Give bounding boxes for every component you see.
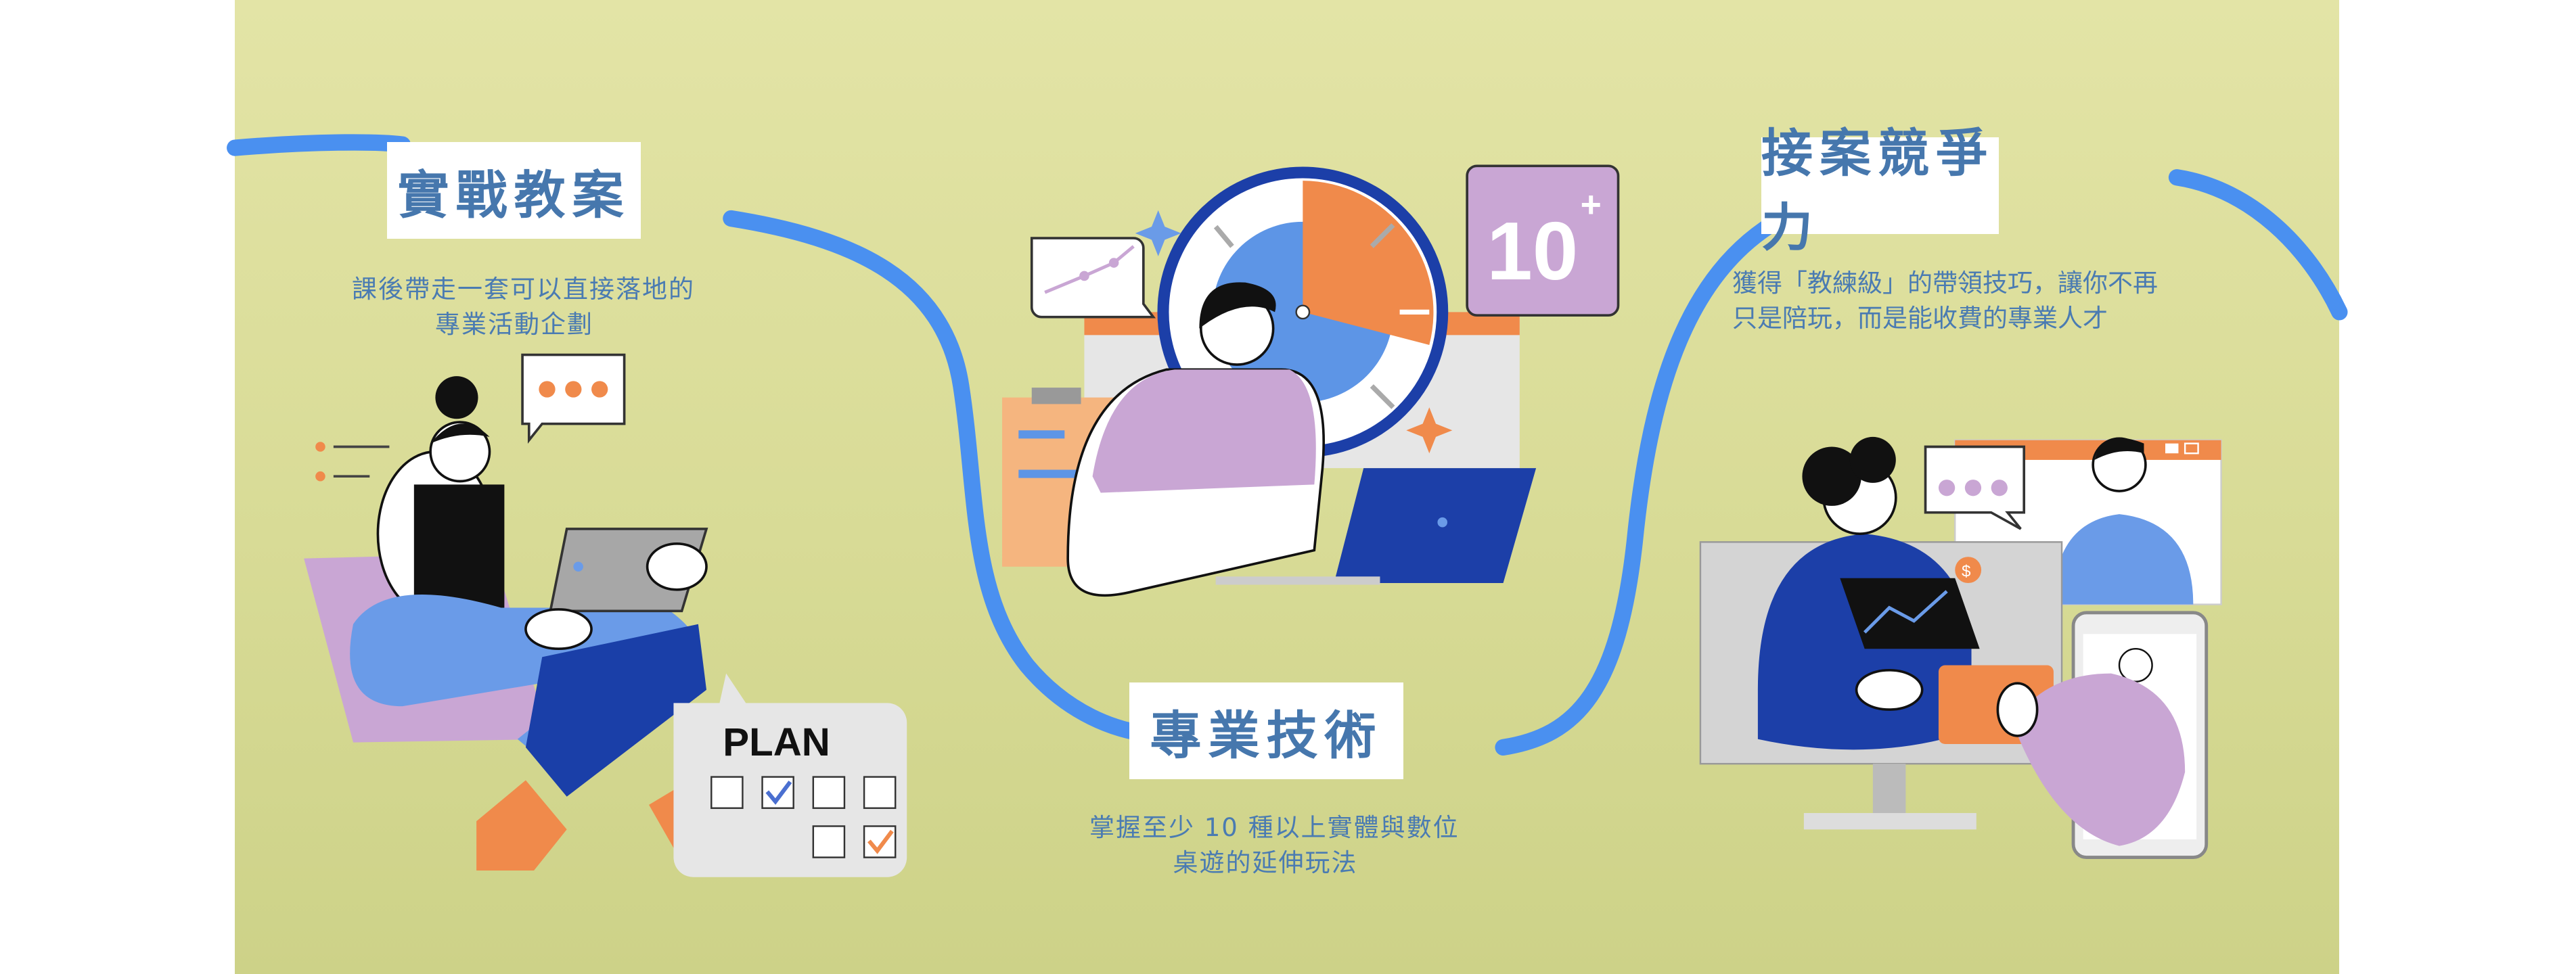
desc-line: 課後帶走一套可以直接落地的	[352, 275, 695, 304]
section-desc-competitiveness: 獲得「教練級」的帶領技巧，讓你不再 只是陪玩，而是能收費的專業人才	[1732, 266, 2158, 336]
desc-line: 只是陪玩，而是能收費的專業人才	[1732, 304, 2108, 333]
desc-line: 桌遊的延伸玩法	[1173, 848, 1358, 877]
desc-line: 掌握至少 10 種以上實體與數位	[1089, 813, 1460, 842]
timer-woman-illustration: 10 +	[1002, 164, 1620, 597]
plan-card: PLAN	[673, 673, 907, 877]
section-title-practical-lessons: 實戰教案	[387, 142, 641, 239]
connector-path	[227, 134, 2348, 756]
section-title-competitiveness: 接案競爭力	[1761, 123, 1999, 258]
section-title-professional-skills: 專業技術	[1129, 682, 1403, 779]
badge-number: 10	[1487, 205, 1578, 297]
section-desc-practical-lessons: 課後帶走一套可以直接落地的 專業活動企劃	[352, 272, 695, 342]
coin-symbol: $	[1962, 562, 1971, 580]
planning-woman-illustration: PLAN	[304, 353, 907, 877]
badge-plus: +	[1581, 185, 1602, 225]
freelancer-illustration: $	[1699, 436, 2222, 860]
section-desc-professional-skills: 掌握至少 10 種以上實體與數位 桌遊的延伸玩法	[1089, 810, 1460, 881]
desc-line: 獲得「教練級」的帶領技巧，讓你不再	[1732, 269, 2158, 298]
plan-label: PLAN	[723, 720, 830, 764]
desc-line: 專業活動企劃	[435, 310, 593, 339]
